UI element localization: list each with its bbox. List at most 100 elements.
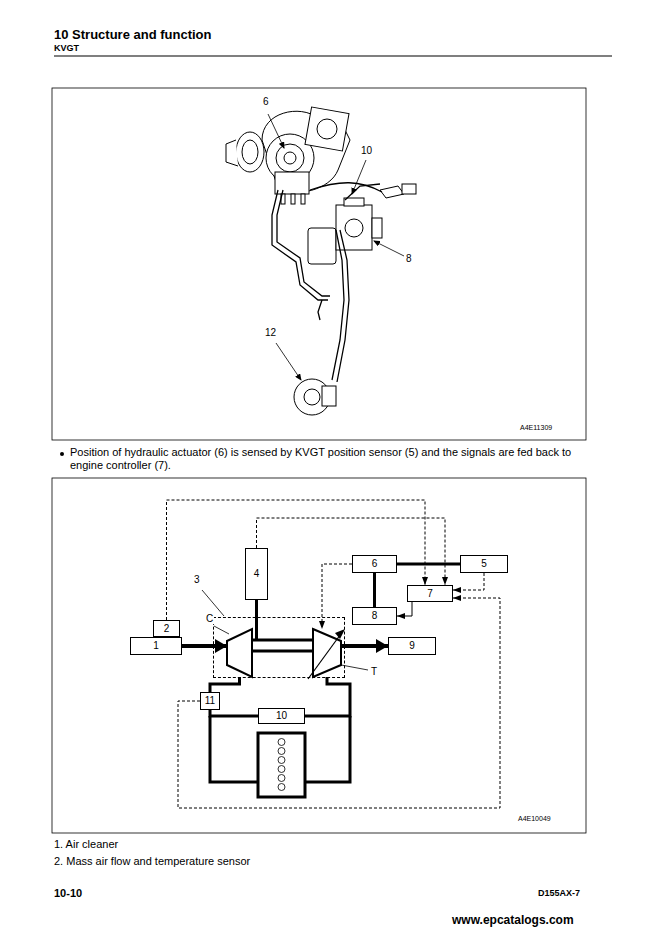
turbo-shaft <box>251 639 312 642</box>
hydraulic-pipe <box>337 230 349 382</box>
flow-line <box>397 602 412 616</box>
signal-line <box>167 500 426 620</box>
engine-block <box>210 716 350 797</box>
turbocharger-illustration <box>380 186 404 198</box>
frame <box>52 478 586 833</box>
turbine-symbol: T <box>313 629 341 677</box>
turbocharger-illustration <box>276 144 304 172</box>
turbocharger-illustration <box>402 184 416 194</box>
engine-block <box>210 716 350 782</box>
turbo-shaft <box>251 617 312 651</box>
turbocharger-illustration <box>322 386 336 406</box>
compressor-symbol <box>227 629 252 677</box>
hydraulic-pipe <box>345 184 380 200</box>
turbine-symbol <box>335 629 345 639</box>
engine-block <box>258 733 305 797</box>
turbocharger-illustration <box>226 107 416 415</box>
turbocharger-illustration <box>345 219 363 237</box>
turbocharger-illustration <box>275 172 309 194</box>
turbine-symbol <box>308 631 343 679</box>
figure-code: A4E11309 <box>520 424 552 432</box>
box-number: 8 <box>372 611 378 621</box>
flow-line <box>255 600 258 617</box>
compressor-symbol <box>227 629 252 677</box>
hydraulic-pipe <box>277 190 330 296</box>
exhaust-box: 9 <box>388 637 436 655</box>
sensor-box: 5 <box>460 555 508 573</box>
engine-block <box>278 784 285 791</box>
engine-block <box>278 775 285 782</box>
turbocharger-illustration <box>372 218 382 238</box>
sensor-box: 11 <box>200 692 220 710</box>
leader-line <box>202 114 404 670</box>
hydraulic-pipe <box>310 183 382 192</box>
box-number: 7 <box>427 589 433 599</box>
watermark: www.epcatalogs.com <box>452 913 574 927</box>
note-text: Position of hydraulic actuator (6) is se… <box>70 446 575 472</box>
turbocharger-illustration <box>284 152 296 164</box>
leader-line <box>214 626 229 634</box>
section-title: 10 Structure and function <box>54 27 211 43</box>
flow-line <box>210 677 240 692</box>
model-name: D155AX-7 <box>538 888 580 899</box>
hydraulic-pipe <box>318 300 322 320</box>
box-number: 1 <box>153 641 159 651</box>
turbocharger-illustration <box>236 132 264 172</box>
signal-line <box>178 598 500 808</box>
controller-box: 7 <box>407 585 453 602</box>
section-name: KVGT <box>54 43 79 54</box>
box-number: 11 <box>205 696 215 706</box>
callout-number: 10 <box>361 145 372 157</box>
turbocharger-illustration <box>336 205 372 250</box>
turbine-symbol <box>313 629 341 677</box>
valve-box: 8 <box>352 607 397 625</box>
bullet-dot <box>60 452 64 456</box>
turbocharger-illustration <box>226 140 238 166</box>
turbo-shaft <box>251 650 312 653</box>
frame <box>52 88 586 440</box>
engine-block <box>278 739 285 791</box>
turbocharger-illustration <box>291 194 295 204</box>
turbocharger-illustration <box>344 198 364 206</box>
flow-line <box>182 644 227 648</box>
turbocharger-region: 3CT <box>213 617 345 678</box>
flow-line <box>397 563 460 566</box>
legend-item: 2. Mass air flow and temperature sensor <box>54 855 250 868</box>
flow-line <box>210 710 258 716</box>
signal-line <box>453 573 484 590</box>
hydraulic-pipe <box>272 183 382 382</box>
leader-line <box>276 343 301 380</box>
bullet-dot <box>60 452 64 456</box>
leader-line <box>374 241 404 256</box>
turbocharger-illustration <box>305 107 349 151</box>
callout-letter: C <box>205 614 214 624</box>
turbocharger-illustration <box>317 119 337 139</box>
legend-item: 1. Air cleaner <box>54 838 118 851</box>
air-cleaner-box: 1 <box>130 637 182 655</box>
box-number: 4 <box>254 569 260 579</box>
signal-line <box>257 518 446 585</box>
turbocharger-illustration <box>301 194 305 204</box>
turbo-shaft <box>255 617 258 640</box>
header-rule <box>54 55 612 56</box>
engine-block <box>278 739 285 746</box>
sensor-box: 2 <box>153 620 180 637</box>
box-number: 5 <box>481 559 487 569</box>
flow-line <box>305 677 350 716</box>
turbocharger-illustration <box>304 389 320 405</box>
compressor-symbol: C <box>227 629 252 677</box>
callout-letter: 3 <box>193 575 201 585</box>
engine-block <box>278 748 285 755</box>
leader-line <box>202 590 224 616</box>
box-number: 6 <box>372 559 378 569</box>
callout-number: 6 <box>263 96 269 108</box>
turbocharger-illustration <box>308 228 336 264</box>
page-number: 10-10 <box>54 887 82 900</box>
turbocharger-illustration <box>242 140 258 164</box>
box-number: 10 <box>276 711 287 721</box>
box-number: 9 <box>409 641 415 651</box>
component-box: 4 <box>245 548 268 600</box>
header-rule <box>54 55 612 56</box>
callout-number: 8 <box>406 253 412 265</box>
